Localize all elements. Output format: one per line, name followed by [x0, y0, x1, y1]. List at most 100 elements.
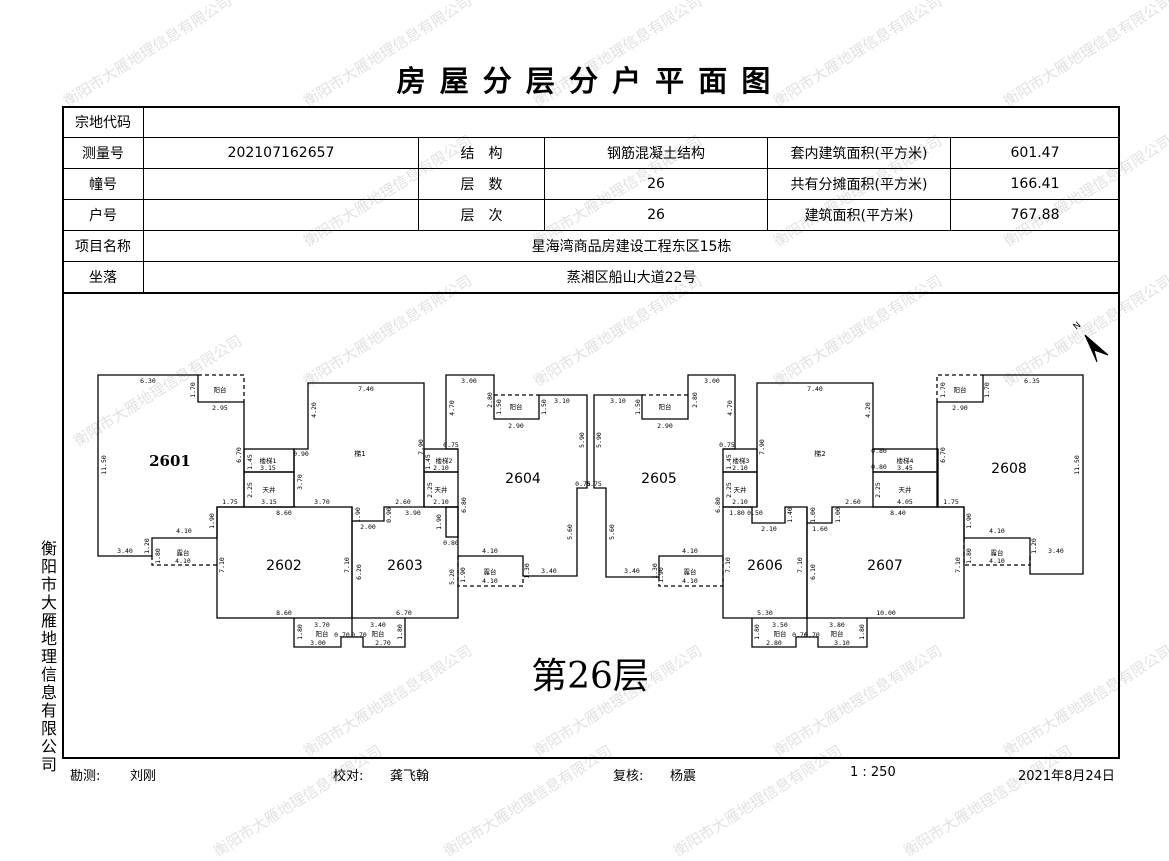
dimension-label: 6.70 [235, 447, 243, 463]
dimension-label: 5.90 [578, 432, 586, 448]
dimension-label: 3.70 [314, 498, 330, 506]
dimension-label: 2.95 [212, 404, 228, 412]
dimension-label: 2.00 [360, 523, 376, 531]
dimension-label: 1.00 [809, 507, 817, 523]
table-row: 项目名称 星海湾商品房建设工程东区15栋 [62, 230, 1120, 262]
dimension-label: 11.50 [1073, 455, 1081, 475]
location-value: 蒸湘区船山大道22号 [143, 261, 1120, 294]
floor-plan: N 2601 2602 2603 2604 2605 2606 2607 260… [97, 320, 1109, 697]
unit-2603-outline [351, 506, 459, 619]
north-arrow-icon [1084, 334, 1109, 363]
dimension-label: 4.10 [989, 557, 1005, 565]
surveyor-name: 刘刚 [130, 769, 157, 784]
dimension-label: 阳台 [774, 629, 787, 638]
dimension-label: 3.00 [310, 639, 326, 647]
dimension-label: 1.20 [1030, 538, 1038, 554]
floor-caption: 第26层 [531, 656, 649, 697]
balcony-outline [198, 374, 245, 402]
stair-label-1: 梯1 [354, 449, 365, 458]
dimension-label: 0.70 [804, 631, 820, 639]
walls [97, 374, 1084, 648]
survey-no-label: 测量号 [62, 137, 144, 169]
dimension-label: 1.90 [459, 567, 467, 583]
dimension-label: 1.90 [354, 507, 362, 523]
dimension-label: 1.90 [208, 513, 216, 529]
dimension-label: 2.90 [657, 422, 673, 430]
dimension-label: 4.10 [989, 527, 1005, 535]
stair-1-outline [293, 382, 425, 507]
dimension-label: 3.70 [296, 474, 304, 490]
table-row: 坐落 蒸湘区船山大道22号 [62, 261, 1120, 294]
dimension-label: 4.10 [482, 577, 498, 585]
dimension-label: 露台 [177, 548, 190, 557]
dimension-label: 2.70 [375, 639, 391, 647]
dimension-label: 4.10 [682, 577, 698, 585]
dimension-label: 0.75 [443, 441, 459, 449]
dimension-label: 3.40 [117, 547, 133, 555]
dimension-label: 6.70 [396, 609, 412, 617]
north-label: N [1072, 320, 1084, 332]
dimension-label: 1.45 [246, 454, 254, 470]
dimension-label: 2.25 [725, 482, 733, 498]
dimension-label: 6.30 [140, 377, 156, 385]
room-label-2605: 2605 [641, 471, 677, 487]
dimension-label: 1.40 [786, 507, 794, 523]
info-table: 宗地代码 测量号 202107162657 结 构 钢筋混凝土结构 套内建筑面积… [62, 106, 1120, 294]
unit-no-label: 户号 [62, 199, 144, 231]
dimension-label: 2.25 [246, 482, 254, 498]
dimension-label: 5.60 [608, 524, 616, 540]
shared-area-value: 166.41 [950, 168, 1120, 200]
dimension-label: 11.50 [100, 455, 108, 475]
dimension-label: 3.40 [1048, 547, 1064, 555]
dimension-label: 3.15 [260, 464, 276, 472]
dimension-label: 天井 [435, 485, 449, 494]
dimension-label: 1.30 [523, 563, 531, 579]
dimension-label: 1.80 [296, 624, 304, 640]
dimension-label: 1.80 [396, 624, 404, 640]
total-area-value: 767.88 [950, 199, 1120, 231]
dimension-label: 5.90 [595, 432, 603, 448]
dimension-label: 0.75 [719, 441, 735, 449]
checker-label: 校对: [333, 769, 364, 784]
project-label: 项目名称 [62, 230, 144, 262]
room-label-2608: 2608 [991, 461, 1027, 477]
dimension-label: 7.90 [417, 439, 425, 455]
dimension-label: 1.90 [657, 567, 665, 583]
dimension-label: 6.10 [809, 564, 817, 580]
dimension-label: 4.70 [726, 400, 734, 416]
dimension-label: 1.70 [983, 382, 991, 398]
dimension-label: 0.70 [351, 631, 367, 639]
dimension-label: 7.10 [724, 557, 732, 573]
stair-2-outline [756, 382, 884, 507]
dimension-label: 0.75 [586, 480, 602, 488]
dimension-label: 天井 [899, 485, 913, 494]
dimension-label: 楼梯3 [733, 456, 750, 465]
dimension-label: 3.10 [834, 639, 850, 647]
dimension-label: 2.60 [845, 498, 861, 506]
dimension-label: 3.10 [610, 397, 626, 405]
room-label-2606: 2606 [747, 558, 783, 574]
stair-label-2: 梯2 [814, 449, 825, 458]
inner-area-label: 套内建筑面积(平方米) [767, 137, 951, 169]
room-label-2607: 2607 [867, 558, 903, 574]
dimension-label: 1.20 [143, 538, 151, 554]
dimension-label: 0.80 [443, 539, 459, 547]
dimension-label: 6.80 [460, 497, 468, 513]
dimension-label: 3.90 [405, 509, 421, 517]
dimension-label: 1.00 [834, 507, 842, 523]
dimension-label: 1.50 [495, 399, 503, 415]
room-label-2601: 2601 [149, 452, 191, 470]
table-row: 测量号 202107162657 结 构 钢筋混凝土结构 套内建筑面积(平方米)… [62, 137, 1120, 169]
dimension-label: 1.50 [540, 399, 548, 415]
terrace-outline [963, 538, 1031, 566]
dimension-label: 1.90 [435, 514, 443, 530]
floors-value: 26 [544, 168, 768, 200]
balcony-outline [936, 374, 983, 402]
north-arrow: N [1072, 320, 1109, 363]
building-no-label: 幢号 [62, 168, 144, 200]
dimension-label: 2.80 [486, 392, 494, 408]
dimension-label: 5.30 [757, 609, 773, 617]
dimension-label: 5.60 [566, 524, 574, 540]
building-no-value [143, 168, 419, 200]
dimension-label: 4.10 [682, 547, 698, 555]
